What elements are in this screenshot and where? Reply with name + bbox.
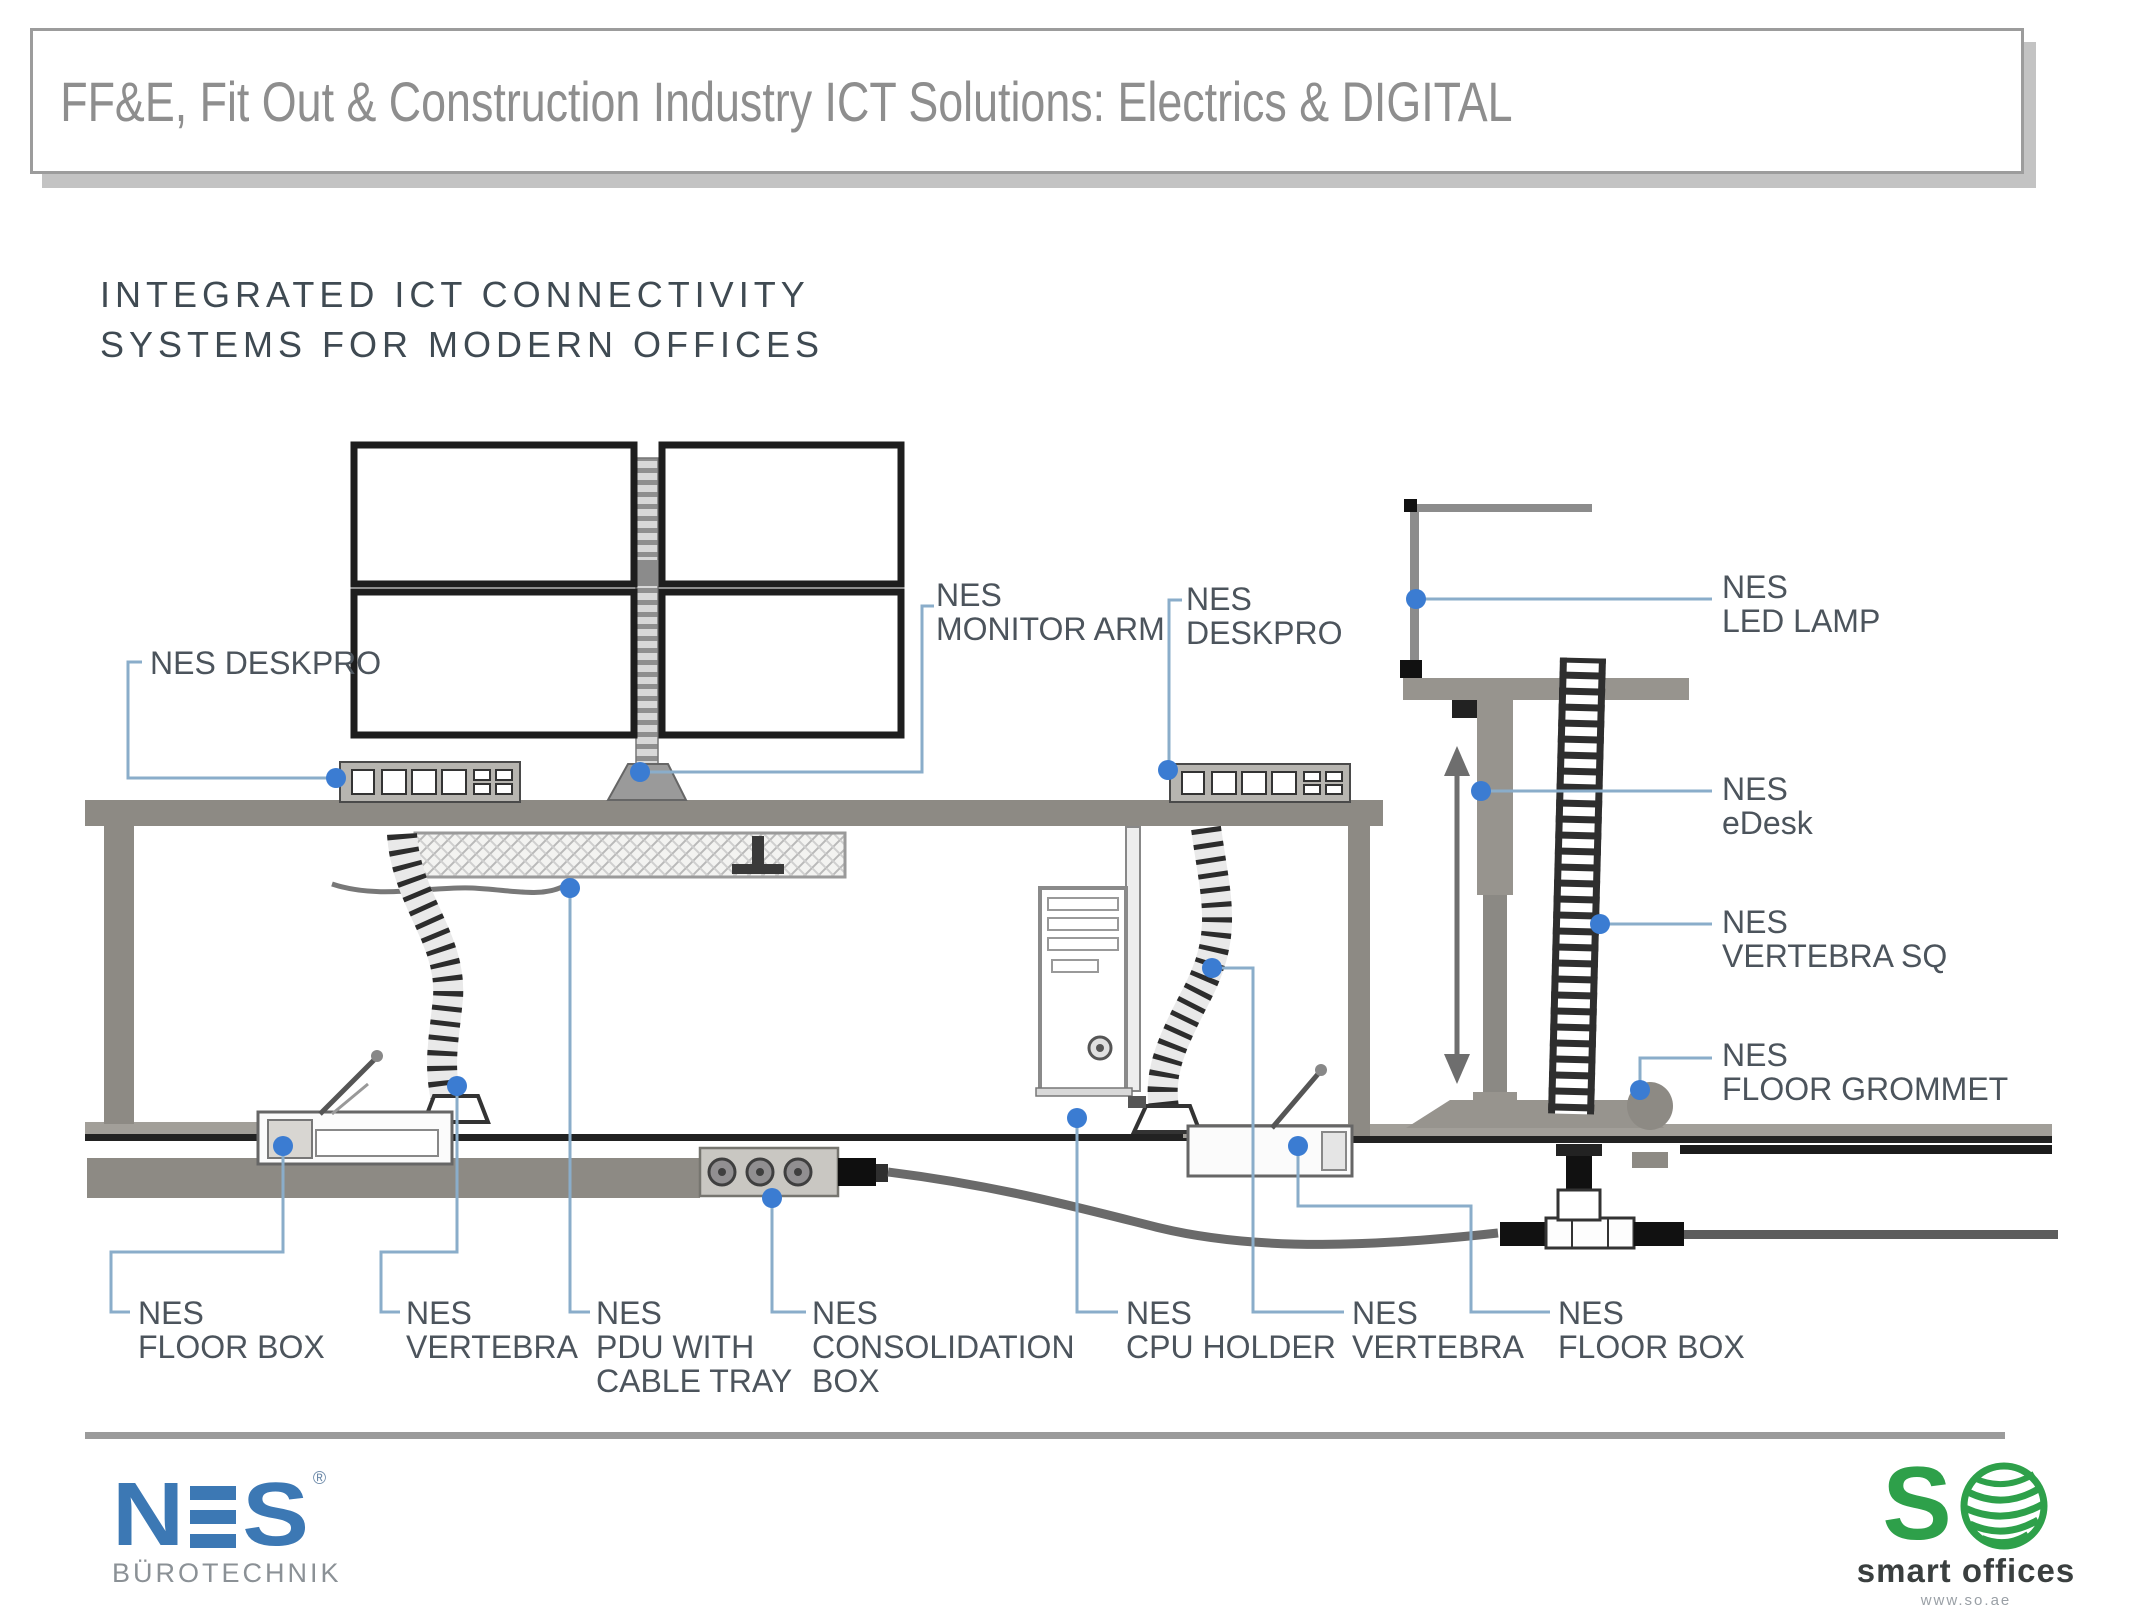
deskpro-module-2 [1169,763,1351,803]
page-title: FF&E, Fit Out & Construction Industry IC… [60,69,1513,133]
cpu-holder-assembly [1035,826,1146,1108]
callout-vertebra-2 [1220,966,1344,1314]
edesk-top [1403,678,1689,700]
cpu-holder-bracket [1035,1087,1133,1097]
callout-dots [273,589,1650,1208]
vertebra-sq-spine [1548,657,1606,1115]
label-nes-cpu-holder: NES CPU HOLDER [1126,1295,1336,1365]
label-nes-monitor-arm: NES MONITOR ARM [936,577,1165,647]
floor-strip-left [85,1122,265,1134]
label-nes-vertebra-1: NES VERTEBRA [406,1295,578,1365]
smart-offices-logo: S smart offices www.so.ae [1836,1446,2096,1609]
label-nes-floor-box-1: NES FLOOR BOX [138,1295,325,1365]
label-nes-floor-grommet: NES FLOOR GROMMET [1722,1037,2009,1107]
pdu-cable [331,881,566,895]
power-cable [887,1167,1499,1249]
consolidation-box [698,1146,888,1198]
label-nes-deskpro-2: NES DESKPRO [1186,581,1343,651]
floor-box-left [256,1050,454,1166]
callout-monitor-arm [648,604,934,774]
callout-vertebra-1 [379,1094,459,1314]
bench-desk [85,800,1383,1136]
monitor-bottom-left [350,588,638,739]
floor-trunk-line-right [1680,1145,2052,1154]
t-connector [1544,1216,1636,1250]
callout-pdu [568,894,590,1314]
so-logo-url: www.so.ae [1920,1592,2012,1609]
monitor-bottom-right [658,588,905,739]
label-nes-vertebra-2: NES VERTEBRA [1352,1295,1524,1365]
label-nes-floor-box-2: NES FLOOR BOX [1558,1295,1745,1365]
cpu-holder-rail [1125,826,1141,1092]
callout-consolidation [770,1206,806,1314]
callout-cpu-holder [1075,1126,1118,1314]
consolidation-connector [838,1158,876,1186]
monitors [350,441,905,739]
monitor-top-right [658,441,905,588]
nes-logo-s: S [242,1463,309,1565]
nes-burotechnik-logo: N S ® BÜROTECHNIK [112,1468,432,1589]
deskpro-module-1 [339,761,521,803]
desk-top [85,800,1383,826]
edesk-assembly [1400,499,1689,1168]
under-floor-cables [887,1144,2058,1250]
globe-icon [1960,1462,2048,1550]
led-lamp-arm [1408,504,1592,512]
callout-floor-box-2 [1296,1154,1550,1314]
label-nes-vertebra-sq: NES VERTEBRA SQ [1722,904,1948,974]
edesk-base [1406,1100,1664,1128]
floor-cable-line-left [85,1134,1383,1141]
outgoing-cable [1684,1230,2058,1239]
callout-floor-grommet [1638,1056,1712,1082]
floor-box-right [1186,1064,1354,1178]
label-nes-edesk: NES eDesk [1722,771,1813,841]
footer-divider [85,1432,2005,1439]
edesk-column-inner [1483,895,1507,1100]
deskpro-1-body [339,761,521,803]
vertebra-spine-1 [387,832,491,1124]
vertebra-2-base [1130,1104,1203,1134]
label-nes-deskpro-1: NES DESKPRO [150,645,382,681]
pdu-cable-tray [331,831,847,895]
diagram-subtitle: INTEGRATED ICT CONNECTIVITY SYSTEMS FOR … [100,274,825,365]
desk-leg-right [1348,826,1370,1136]
monitor-arm-pole [635,457,659,767]
callout-deskpro-2 [1167,598,1182,762]
floor-box-2-lid [1270,1072,1320,1130]
so-logo-s: S [1882,1446,1952,1562]
callout-lines [109,597,1712,1314]
floor-cable-line-right [1352,1136,2052,1143]
label-nes-consolidation: NES CONSOLIDATION BOX [812,1295,1075,1399]
vertebra-spine-2 [1130,825,1232,1134]
nes-logo-n: N [112,1463,185,1565]
callout-floor-box-1 [109,1154,285,1314]
monitor-top-left [350,441,638,588]
nes-logo-subtitle: BÜROTECHNIK [112,1558,342,1588]
slide-title-bar: FF&E, Fit Out & Construction Industry IC… [30,28,2024,174]
pdu-clamp [752,836,764,868]
label-nes-pdu: NES PDU WITH CABLE TRAY [596,1295,793,1399]
registered-mark: ® [312,1468,327,1488]
so-logo-name: smart offices [1856,1552,2076,1589]
label-nes-led-lamp: NES LED LAMP [1722,569,1881,639]
led-lamp-mount [1400,660,1422,678]
callout-deskpro-1 [126,660,328,780]
t-connector-riser [1566,1154,1592,1192]
floor-strip-right [1183,1124,2052,1138]
nes-logo-e-bars-icon [190,1486,237,1548]
desk-leg-left [104,826,134,1124]
floor-box-1-lid [318,1058,376,1116]
edesk-controller [1452,700,1480,718]
